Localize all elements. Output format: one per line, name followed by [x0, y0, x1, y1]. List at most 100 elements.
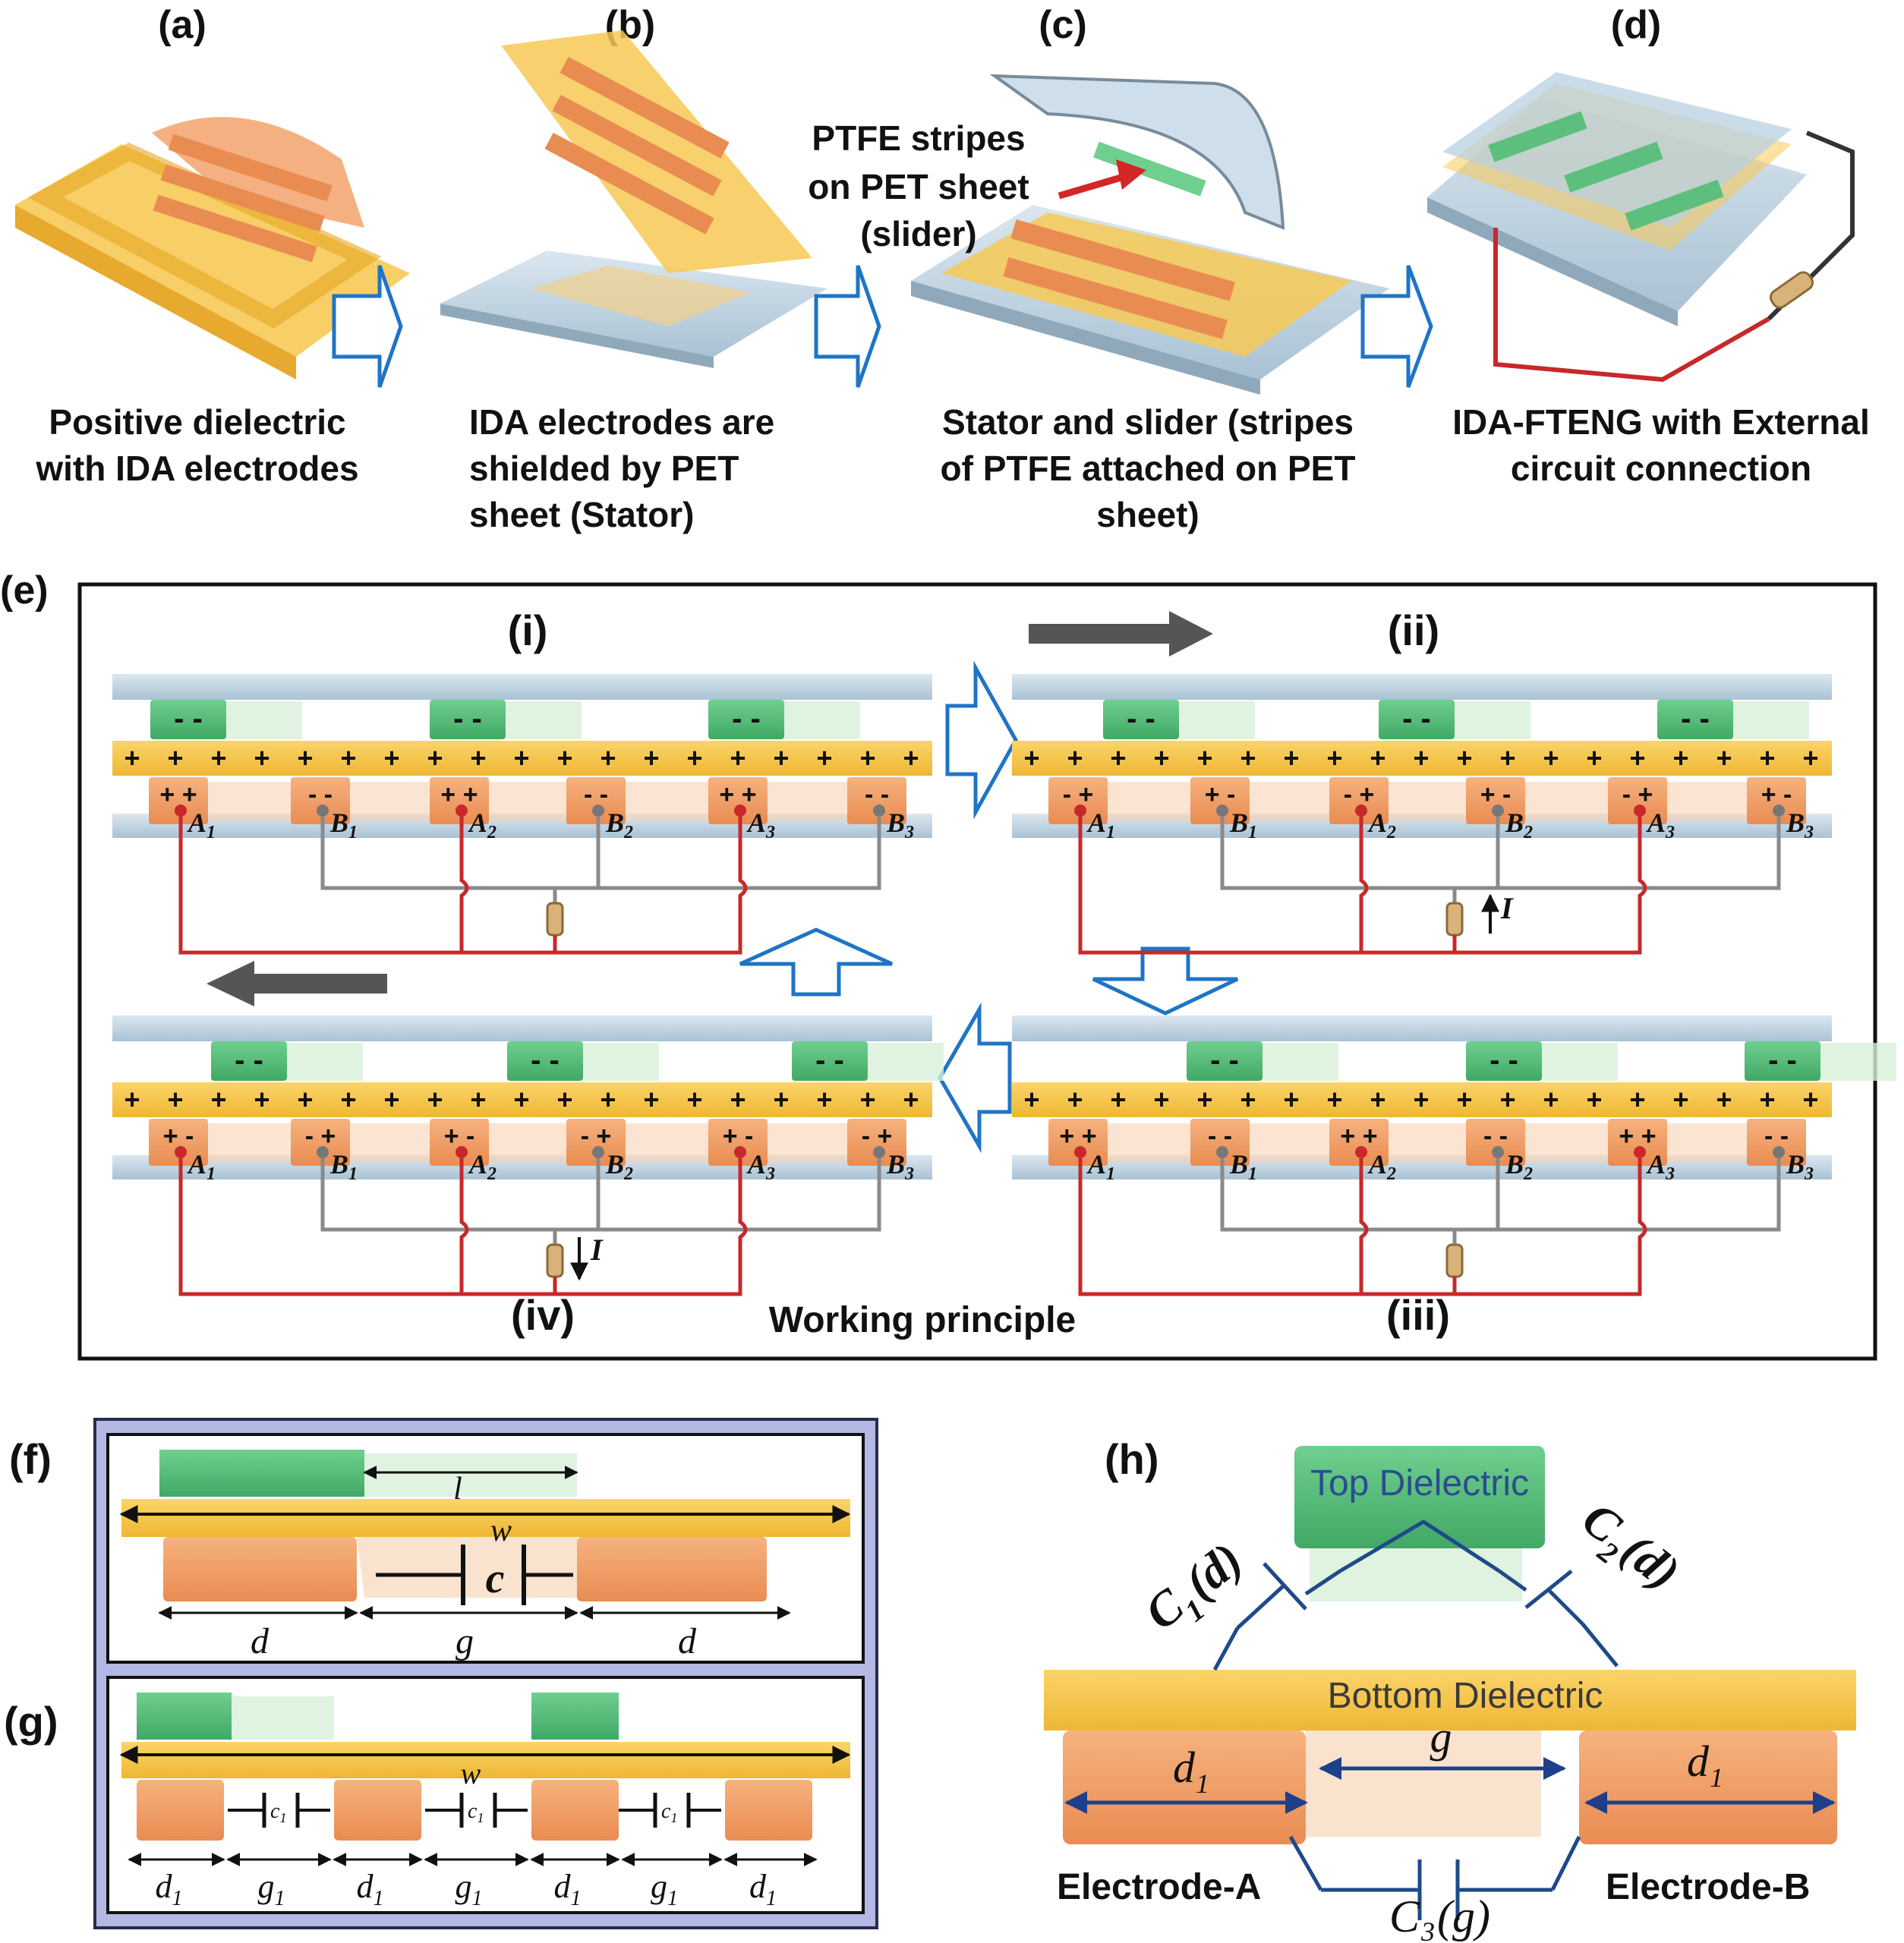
dielectric-plus-sign: + — [1759, 742, 1775, 773]
dielectric-plus-sign: + — [1629, 1084, 1645, 1115]
dielectric-plus-sign: + — [427, 1084, 443, 1115]
dielectric-plus-sign: + — [686, 742, 702, 773]
electrode-gap — [1667, 782, 1747, 821]
red-branch-wire — [459, 1158, 469, 1294]
dielectric-plus-sign: + — [1196, 742, 1212, 773]
dielectric-plus-sign: + — [686, 1084, 702, 1115]
contact-dot — [1355, 805, 1367, 817]
red-bus-wire — [1078, 817, 1647, 955]
ptfe-shadow — [784, 701, 860, 739]
ptfe-shadow — [583, 1043, 659, 1081]
label-c2-group: C 2 (d) — [1572, 1491, 1690, 1600]
red-branch-wire — [459, 817, 469, 953]
electrode-charge-label: - + — [1063, 780, 1094, 809]
ptfe-shadow — [1820, 1043, 1896, 1081]
ptfe-charge-label: - - — [1489, 1044, 1518, 1077]
electrode-gap — [768, 1123, 847, 1163]
ptfe-note-line2: on PET sheet — [808, 167, 1029, 206]
bottom-dielectric-label: Bottom Dielectric — [1328, 1676, 1603, 1716]
panel-f-illustration — [119, 1450, 851, 1620]
label-g1-g: g1 — [651, 1868, 678, 1910]
panel-a-letter: (a) — [158, 3, 206, 47]
ptfe-charge-label: - - — [1681, 702, 1710, 735]
panel-g-letter: (g) — [4, 1698, 58, 1746]
electrode-charge-label: + + — [1059, 1122, 1096, 1151]
label-b-electrode: B3 — [1786, 808, 1814, 842]
dielectric-plus-sign: + — [1240, 742, 1256, 773]
ptfe-pointer-arrow — [1058, 159, 1146, 200]
electrode-gap — [626, 1123, 708, 1163]
load-resistor — [1445, 902, 1464, 937]
electrode-gap — [1525, 782, 1608, 821]
electrode-a — [1329, 777, 1389, 824]
label-b-electrode: B3 — [1786, 1149, 1814, 1184]
electrode-b — [566, 1119, 626, 1166]
ptfe-charge-label: - - — [1768, 1044, 1797, 1077]
dielectric-plus-sign: + — [816, 742, 832, 773]
ptfe-charge-label: - - — [174, 702, 203, 735]
slide-left-arrow — [206, 961, 387, 1006]
ptfe-charge-label: - - — [235, 1044, 263, 1077]
electrode-gap — [1667, 1123, 1747, 1163]
dielectric-plus-sign: + — [600, 742, 616, 773]
slider-pet-sheet — [1012, 674, 1832, 700]
electrode-charge-label: - - — [308, 780, 333, 809]
label-c3-arg: (g) — [1437, 1891, 1490, 1941]
electrode-charge-label: + + — [719, 780, 756, 809]
ptfe-stripe — [1379, 700, 1455, 739]
dielectric-plus-sign: + — [297, 1084, 313, 1115]
dielectric-plus-sign: + — [1586, 1084, 1602, 1115]
contact-dot — [317, 805, 329, 817]
panel-c: (c) PTFE stripes on PET sheet (slider) S… — [808, 3, 1389, 534]
slider-pet-sheet — [112, 674, 932, 700]
stage-iii: - -- -- -++++++++++++++++++++ +A1- -B1+ … — [1012, 1016, 1896, 1296]
red-branch-wire — [1359, 817, 1369, 953]
electrode-a — [708, 777, 768, 824]
electrode-a — [708, 1119, 768, 1166]
dielectric-plus-sign: + — [1153, 742, 1169, 773]
slider-pet-sheet — [1012, 1016, 1832, 1041]
electrode-a — [1608, 777, 1667, 824]
load-resistor — [546, 902, 564, 937]
red-bus-wire — [178, 1158, 748, 1296]
dielectric-plus-sign: + — [1067, 1084, 1083, 1115]
dielectric-plus-sign: + — [1499, 742, 1515, 773]
electrode-b — [847, 1119, 906, 1166]
label-c1-group: C 1 (d) — [1135, 1532, 1253, 1641]
electrode-charge-label: + + — [1619, 1122, 1656, 1151]
dielectric-plus-sign: + — [124, 742, 140, 773]
label-l: l — [453, 1472, 462, 1507]
contact-dot — [1074, 1146, 1086, 1158]
electrode-b — [1466, 777, 1525, 824]
dielectric-plus-sign: + — [340, 742, 356, 773]
contact-dot — [1492, 805, 1504, 817]
arrow-a-b — [332, 265, 403, 388]
label-g1-g: g1 — [456, 1868, 483, 1910]
dielectric-plus-sign: + — [1023, 742, 1039, 773]
grey-bus-wire — [320, 817, 881, 890]
contact-dot — [873, 1146, 885, 1158]
dielectric-plus-sign: + — [1370, 1084, 1385, 1115]
dielectric-plus-sign: + — [1672, 742, 1688, 773]
red-branch-wire — [1359, 1158, 1369, 1294]
electrode-a — [149, 1119, 208, 1166]
ptfe-shadow — [868, 1043, 944, 1081]
label-d1-g: d1 — [749, 1868, 777, 1910]
current-label: I — [1500, 891, 1514, 925]
label-a-electrode: A2 — [468, 808, 496, 842]
label-d1-right: d 1 — [1687, 1737, 1723, 1793]
dielectric-plus-sign: + — [1326, 1084, 1342, 1115]
ptfe-stripe — [1103, 700, 1179, 739]
label-d-right: d — [678, 1621, 697, 1661]
cycle-arrow-up — [739, 927, 894, 997]
panel-b-caption-line1: IDA electrodes are — [469, 402, 774, 442]
electrode-charge-label: + - — [1761, 780, 1792, 809]
dielectric-plus-sign: + — [1067, 742, 1083, 773]
electrode-charge-label: + + — [440, 780, 478, 809]
electrode-gap — [208, 782, 291, 821]
electrode-charge-label: - + — [581, 1122, 612, 1151]
contact-dot — [1216, 805, 1228, 817]
slide-right-arrow — [1029, 611, 1213, 657]
dielectric-plus-sign: + — [859, 1084, 875, 1115]
ptfe-note-line3: (slider) — [860, 214, 976, 254]
